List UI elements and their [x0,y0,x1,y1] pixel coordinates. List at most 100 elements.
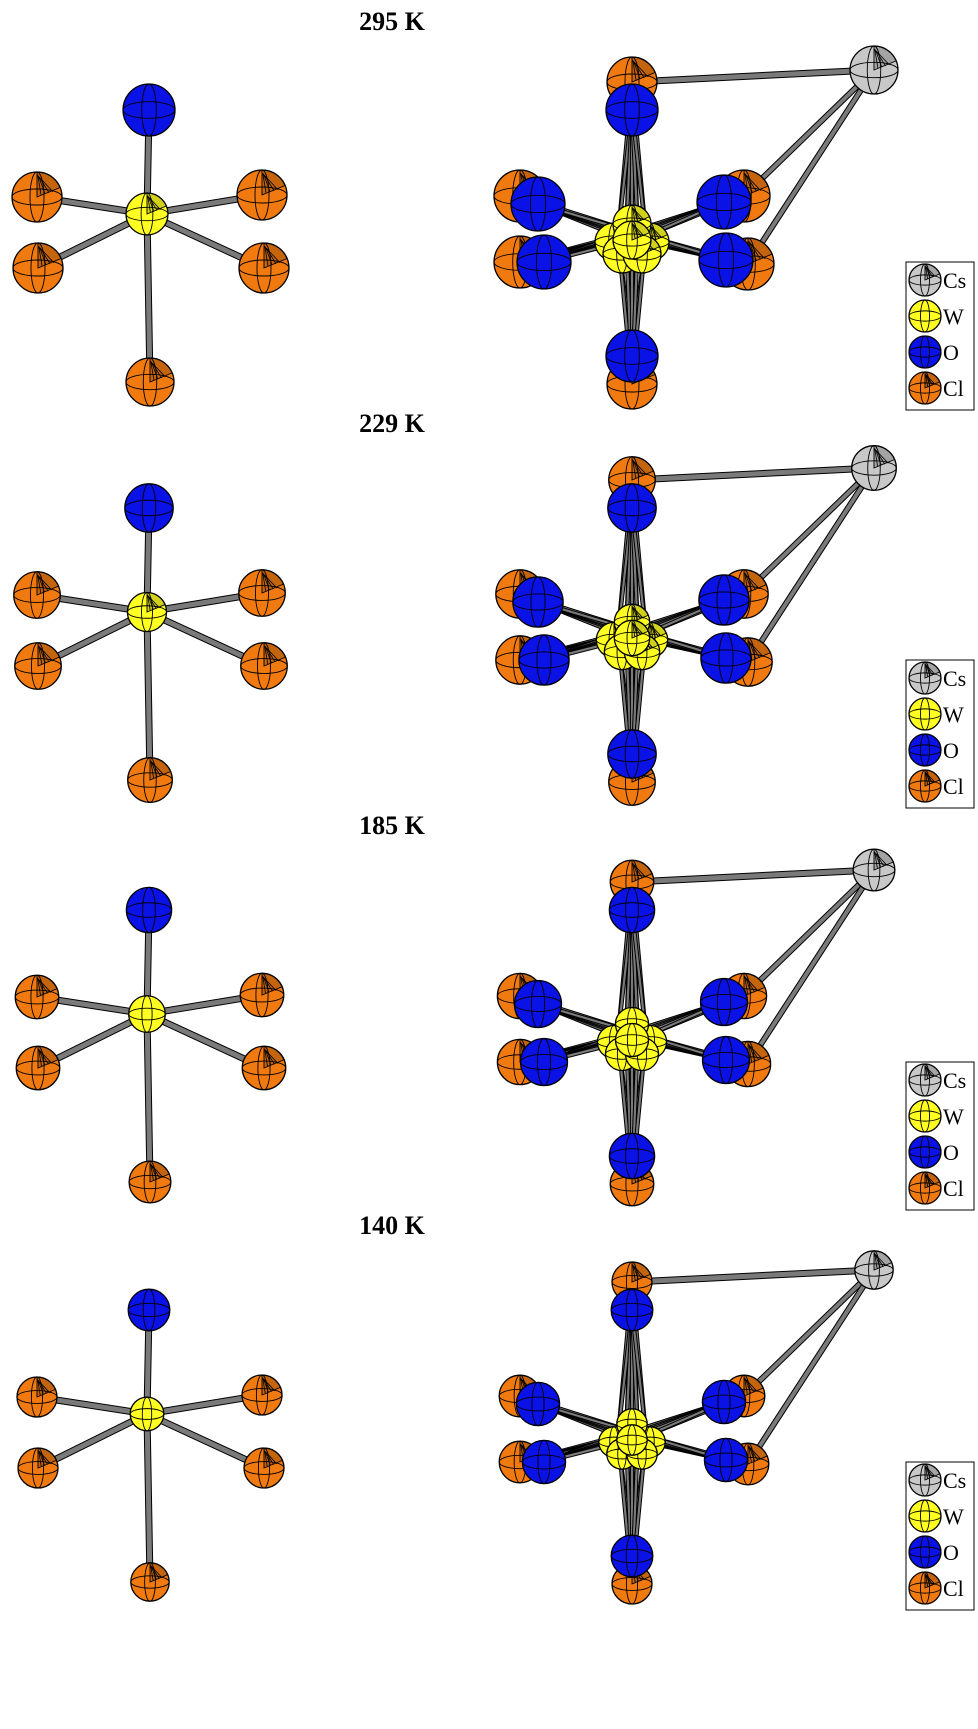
legend-label: Cs [943,1068,966,1093]
legend-label: Cs [943,1468,966,1493]
legend-swatch-o-equator [908,346,942,358]
legend-swatch-cl-octant [924,769,941,787]
chlorine-atom-octant [631,56,656,83]
chlorine-atom-octant [36,1376,56,1398]
chlorine-atom-hatch [750,643,764,658]
oxygen-atom-sphere [510,176,566,232]
chlorine-atom-hatch [748,1044,756,1062]
oxygen-atom-meridian [625,1288,639,1332]
chlorine-atom-hatch [151,761,162,777]
chlorine-atom-hatch [746,978,759,992]
chlorine-atom-hatch [749,641,757,659]
legend-swatch-w-equator [908,1110,942,1122]
chlorine-atom-octant [149,357,173,383]
tungsten-atom-octant [631,204,651,225]
legend-swatch-cs-hatch [925,1465,928,1479]
oxygen-atom-sphere [607,483,657,533]
chlorine-atom-hatch [152,762,165,776]
oxygen-atom [698,232,754,288]
tungsten-atom-meridian [141,995,153,1033]
legend-swatch-w-equator [908,708,942,720]
legend-swatch-cl-hatch [925,1573,928,1587]
chlorine-atom [241,1374,283,1416]
tungsten-atom-hatch [149,596,160,609]
legend-item-o: O [908,1535,959,1569]
chlorine-atom-hatch [264,1049,272,1066]
chlorine-atom-hatch [37,977,41,996]
oxygen-atom [512,576,564,628]
legend-swatch-cl-hatch [926,1575,936,1585]
chlorine-atom-hatch [39,1050,49,1065]
cesium-atom-hatch [876,450,889,464]
oxygen-atom [519,1037,569,1087]
chlorine-atom-octant [631,456,654,481]
oxygen-atom-equator [605,347,659,365]
oxygen-atom-meridian [625,1534,639,1578]
chlorine-atom-octant [149,1562,169,1583]
chlorine-atom-hatch [264,1048,268,1067]
chlorine-atom-hatch [39,177,54,193]
legend-item-w: W [908,1499,964,1533]
legend-item-o: O [908,733,959,767]
chlorine-atom-hatch [150,1164,158,1180]
chlorine-atom-hatch [744,1377,748,1395]
chlorine-atom-hatch [39,647,50,663]
chlorine-atom-hatch [745,573,753,591]
legend-swatch-cs-hatch [926,1067,936,1077]
legend-item-w: W [908,299,964,333]
tungsten-atom-octant [146,592,166,613]
chlorine-atom-hatch [264,575,278,589]
tungsten-atom [613,619,651,657]
chlorine-atom [16,1376,58,1418]
chlorine-atom-hatch [632,1264,636,1281]
chlorine-atom-octant [743,169,769,197]
tungsten-atom-hatch [632,207,636,223]
legend-swatch-o-meridian [920,1535,930,1569]
chlorine-atom-hatch [38,979,48,994]
cs-bond-fill [746,1268,876,1466]
chlorine-atom-octant [37,1447,57,1469]
chlorine-atom-hatch [265,247,277,264]
tungsten-atom-sphere [616,1424,648,1456]
legend-swatch-cl-hatch [926,1175,936,1185]
chlorine-atom-hatch [632,59,637,80]
chlorine-atom-hatch [266,648,280,662]
oxygen-atom-sphere [519,1037,569,1087]
cesium-atom-hatch [874,448,878,467]
oxygen-atom-meridian [717,1379,731,1425]
cesium-atom-hatch [874,852,882,868]
chlorine-atom-hatch [151,361,159,380]
chlorine-atom-hatch [745,174,757,192]
legend-swatch-cs-octant [924,1463,941,1481]
oxygen-atom-equator [521,1454,567,1470]
cesium-atom-hatch [875,50,886,67]
chlorine-atom-hatch [634,462,648,476]
oxygen-atom-equator [700,649,752,667]
chlorine-atom [14,642,62,690]
cesium-atom-hatch [874,48,879,68]
tungsten-atom-hatch [632,622,636,637]
chlorine-atom-hatch [265,1050,275,1065]
chlorine-atom-hatch [746,1379,758,1392]
chlorine-atom-hatch [151,1165,161,1179]
chlorine-atom-octant [261,972,283,996]
oxygen-atom-equator [124,499,174,517]
chlorine-atom-hatch [39,247,51,264]
panel-title: 295 K [359,7,426,36]
tungsten-atom-hatch [632,623,639,636]
legend-swatch-o-sphere [908,1535,942,1569]
legend-swatch-o [908,1535,942,1569]
legend-swatch-cl-octant [924,371,941,389]
legend-swatch-o-equator [908,744,942,756]
oxygen-atom-equator [515,1396,561,1412]
chlorine-atom-hatch [749,242,757,261]
chlorine-atom-hatch [40,1452,52,1465]
legend-swatch-o-sphere [908,1135,942,1169]
tungsten-atom-hatch [147,195,151,213]
oxygen-atom-sphere [701,1035,751,1085]
tungsten-atom-hatch [147,594,151,611]
oxygen-atom-meridian [529,176,547,232]
chlorine-atom-hatch [632,863,640,880]
chlorine-atom-octant [743,1374,764,1397]
chlorine-atom-hatch [264,1451,271,1466]
